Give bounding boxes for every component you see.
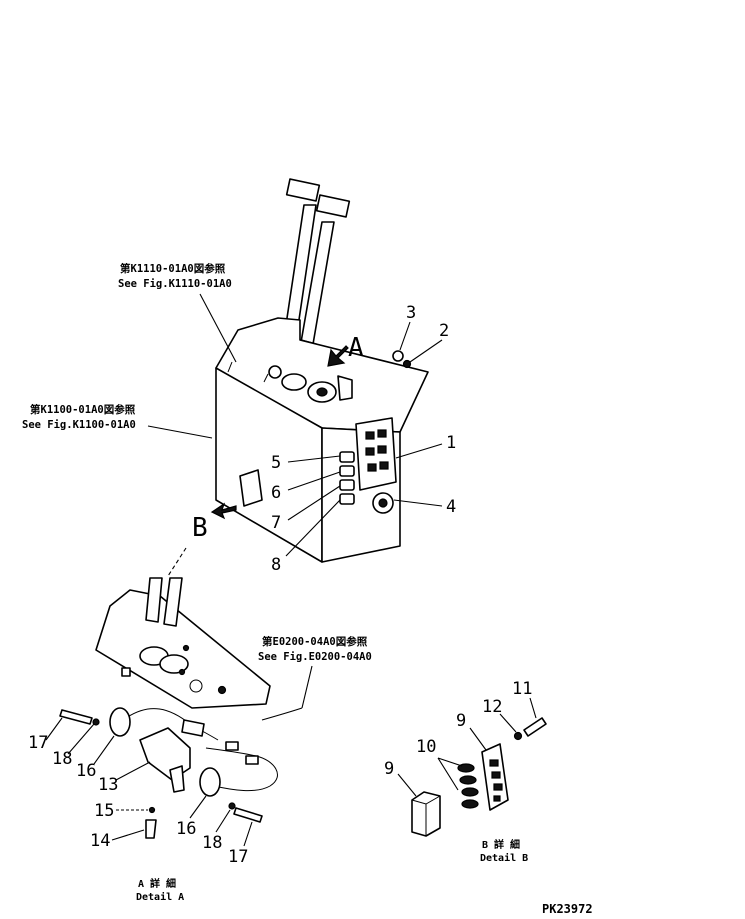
callout-7: 7 xyxy=(271,513,281,533)
view-arrow-b-label: B xyxy=(192,513,208,543)
reference-e0200: 第E0200-04A0図参照 See Fig.E0200-04A0 xyxy=(258,635,372,709)
callout-10: 10 xyxy=(416,737,436,757)
main-callouts: 3 2 1 4 5 6 7 8 xyxy=(271,303,456,575)
callout-4: 4 xyxy=(446,497,456,517)
callout-6: 6 xyxy=(271,483,281,503)
callout-13: 13 xyxy=(98,775,118,795)
callout-17a: 17 xyxy=(28,733,48,753)
callout-9b: 9 xyxy=(456,711,466,731)
reference-k1110: 第K1110-01A0図参照 See Fig.K1110-01A0 xyxy=(118,262,237,363)
monitor-panel xyxy=(355,417,397,491)
callout-17b: 17 xyxy=(228,847,248,867)
callout-9a: 9 xyxy=(384,759,394,779)
callout-18a: 18 xyxy=(52,749,72,769)
view-arrow-b: B xyxy=(192,502,237,543)
callout-14: 14 xyxy=(90,831,110,851)
callout-18b: 18 xyxy=(202,833,222,853)
detail-b-caption-en: Detail B xyxy=(480,852,528,864)
callout-5: 5 xyxy=(271,453,281,473)
reference-e0200-jp: 第E0200-04A0図参照 xyxy=(262,635,368,648)
detail-a-caption-en: Detail A xyxy=(136,891,184,903)
washer-3 xyxy=(392,350,404,362)
view-arrow-a-label: A xyxy=(348,333,364,363)
callout-3: 3 xyxy=(406,303,416,323)
callout-1: 1 xyxy=(446,433,456,453)
callout-16b: 16 xyxy=(176,819,196,839)
callout-11: 11 xyxy=(512,679,532,699)
view-arrow-a: A xyxy=(327,333,364,367)
relay-pins xyxy=(457,763,479,809)
reference-k1100-en: See Fig.K1100-01A0 xyxy=(22,419,136,431)
detail-b: 9 12 11 10 9 B 詳 細 Detail B xyxy=(384,679,547,864)
callout-2: 2 xyxy=(439,321,449,341)
control-console xyxy=(215,178,429,563)
reference-k1110-en: See Fig.K1110-01A0 xyxy=(118,278,232,290)
switch-stack xyxy=(339,451,355,505)
drawing-code: PK23972 xyxy=(542,902,593,916)
reference-k1110-jp: 第K1110-01A0図参照 xyxy=(120,262,226,275)
reference-e0200-en: See Fig.E0200-04A0 xyxy=(258,651,372,663)
reference-k1100: 第K1100-01A0図参照 See Fig.K1100-01A0 xyxy=(22,403,213,439)
detail-a: 17 18 16 13 15 14 16 18 17 A 詳 細 Detail … xyxy=(28,547,303,903)
callout-16a: 16 xyxy=(76,761,96,781)
detail-b-caption-jp: B 詳 細 xyxy=(482,838,520,851)
detail-a-caption-jp: A 詳 細 xyxy=(138,877,176,890)
callout-12: 12 xyxy=(482,697,502,717)
callout-8: 8 xyxy=(271,555,281,575)
callout-15: 15 xyxy=(94,801,114,821)
reference-k1100-jp: 第K1100-01A0図参照 xyxy=(30,403,136,416)
